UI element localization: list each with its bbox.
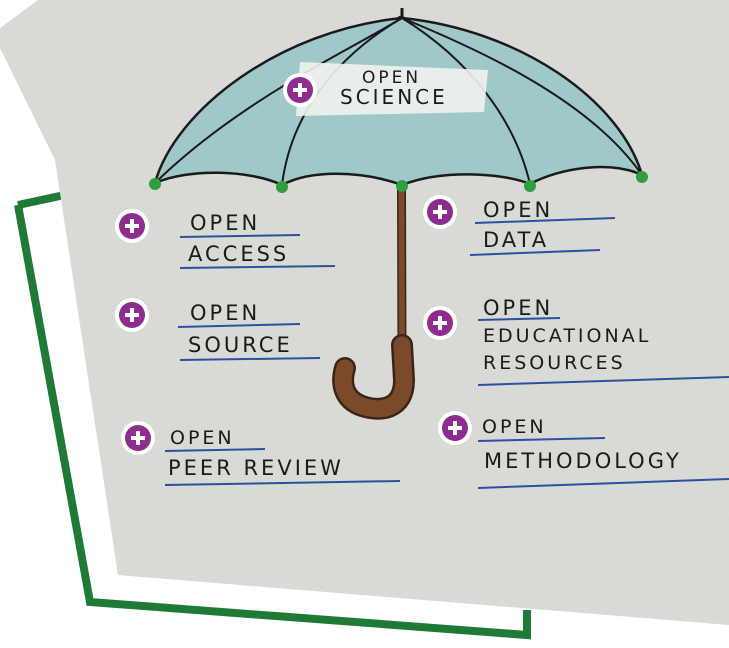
green-frame (14, 204, 531, 640)
item-line1: OPEN (190, 211, 260, 235)
item-line2: METHODOLOGY (484, 449, 682, 473)
plus-circle-icon[interactable] (121, 421, 155, 455)
plus-circle-icon[interactable] (115, 209, 149, 243)
open-educational-resources-node[interactable]: OPEN EDUCATIONAL RESOURCES (423, 296, 729, 386)
plus-circle-icon[interactable] (438, 411, 472, 445)
item-line2: EDUCATIONAL (483, 325, 651, 347)
item-line2: SOURCE (188, 333, 293, 357)
open-science-node[interactable]: OPEN SCIENCE (283, 68, 448, 109)
item-line2: ACCESS (188, 242, 289, 266)
item-line1: OPEN (482, 416, 547, 438)
center-line2: SCIENCE (340, 85, 448, 109)
item-line3: RESOURCES (483, 352, 626, 374)
plus-circle-icon[interactable] (423, 195, 457, 229)
item-line2: PEER REVIEW (168, 456, 344, 480)
plus-circle-icon[interactable] (423, 306, 457, 340)
center-line1: OPEN (362, 68, 421, 88)
item-line1: OPEN (190, 301, 260, 325)
rib-tips (149, 171, 648, 193)
plus-circle-icon[interactable] (115, 298, 149, 332)
open-source-node[interactable]: OPEN SOURCE (115, 298, 321, 361)
open-data-node[interactable]: OPEN DATA (423, 195, 616, 256)
item-line2: DATA (483, 228, 549, 252)
open-access-node[interactable]: OPEN ACCESS (115, 209, 336, 269)
plus-circle-icon[interactable] (283, 73, 317, 107)
item-line1: OPEN (170, 427, 235, 449)
item-line1: OPEN (483, 198, 553, 222)
item-line1: OPEN (483, 296, 553, 320)
open-methodology-node[interactable]: OPEN METHODOLOGY (438, 411, 729, 489)
open-peer-review-node[interactable]: OPEN PEER REVIEW (121, 421, 401, 486)
